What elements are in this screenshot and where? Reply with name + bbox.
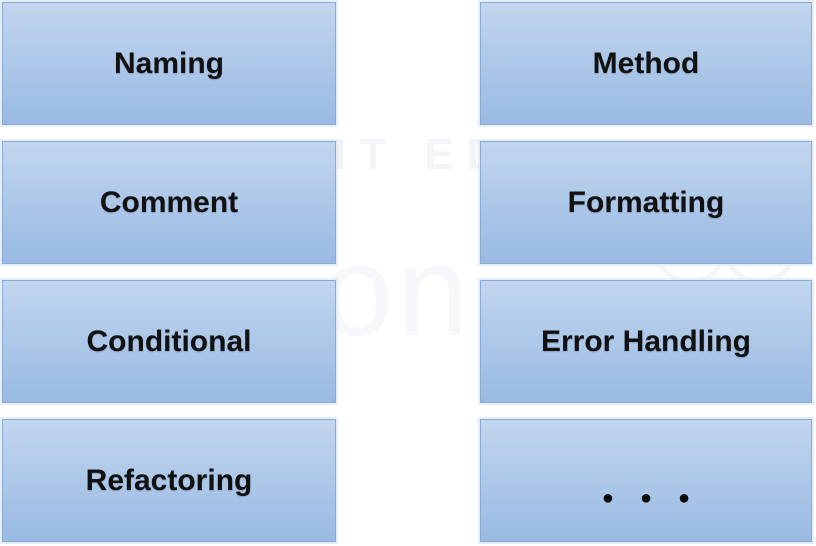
diagram-box-method: Method bbox=[480, 2, 812, 125]
watermark-text-fragment-middle: on bbox=[322, 220, 473, 363]
box-label-comment: Comment bbox=[99, 185, 239, 219]
box-label-formatting: Formatting bbox=[567, 185, 725, 219]
diagram-box-ellipsis: ●●● bbox=[480, 419, 812, 542]
box-label-naming: Naming bbox=[113, 46, 224, 80]
ellipsis-dots: ●●● bbox=[601, 487, 717, 509]
diagram-box-conditional: Conditional bbox=[2, 280, 336, 403]
box-label-method: Method bbox=[592, 46, 700, 80]
box-label-refactoring: Refactoring bbox=[85, 463, 253, 497]
diagram-box-refactoring: Refactoring bbox=[2, 419, 336, 542]
diagram-box-error-handling: Error Handling bbox=[480, 280, 812, 403]
diagram-box-formatting: Formatting bbox=[480, 141, 812, 264]
diagram-box-naming: Naming bbox=[2, 2, 336, 125]
box-label-error-handling: Error Handling bbox=[540, 324, 751, 358]
box-label-conditional: Conditional bbox=[86, 324, 252, 358]
diagram-box-comment: Comment bbox=[2, 141, 336, 264]
